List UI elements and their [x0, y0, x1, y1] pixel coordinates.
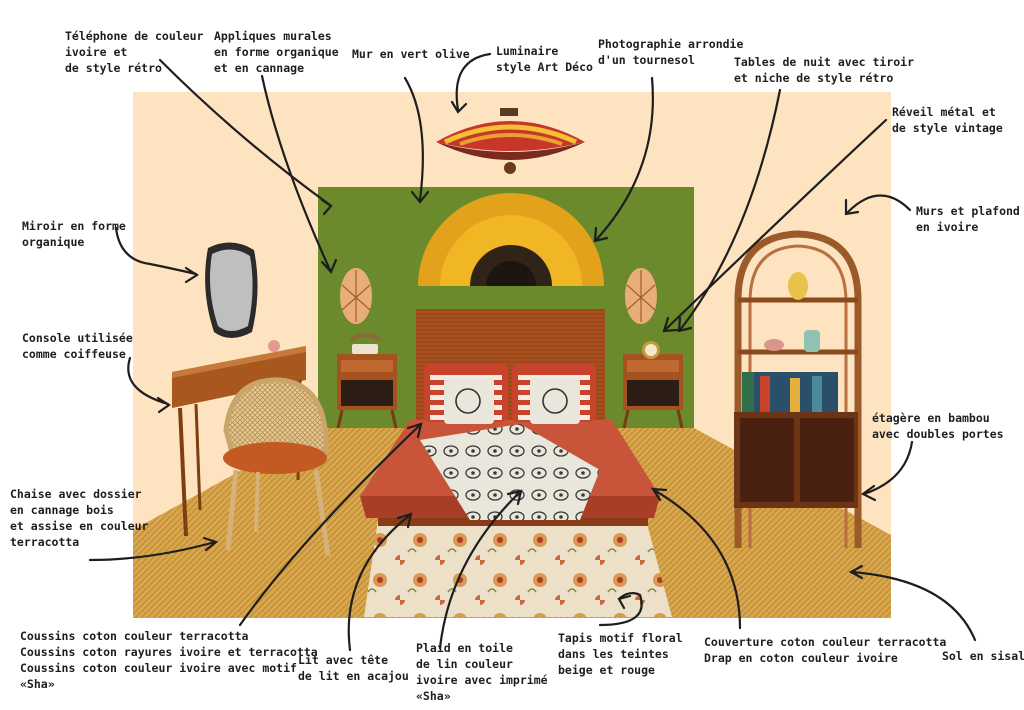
nightstand-right	[622, 354, 684, 429]
label-lit: Lit avec tête de lit en acajou	[298, 653, 409, 683]
label-coussins: Coussins coton couleur terracotta Coussi…	[20, 629, 318, 691]
sunflower-photo	[418, 193, 604, 286]
cane-chair	[223, 377, 331, 557]
label-photo: Photographie arrondie d'un tournesol	[598, 37, 744, 67]
label-murs-plafond: Murs et plafond en ivoire	[916, 204, 1020, 234]
label-mur-olive: Mur en vert olive	[352, 47, 470, 61]
label-telephone: Téléphone de couleur ivoire et de style …	[65, 29, 204, 75]
nightstand-left	[336, 354, 398, 429]
bamboo-shelf	[734, 230, 862, 548]
label-tapis: Tapis motif floral dans les teintes beig…	[558, 631, 683, 677]
wall-sconce-right	[625, 268, 657, 324]
art-deco-ceiling-light	[436, 108, 585, 174]
label-couverture: Couverture coton couleur terracotta Drap…	[704, 635, 947, 665]
label-chaise: Chaise avec dossier en cannage bois et a…	[10, 487, 149, 549]
label-luminaire: Luminaire style Art Déco	[496, 44, 593, 74]
label-sol: Sol en sisal	[942, 649, 1024, 663]
pillows	[424, 364, 596, 424]
vintage-alarm-clock	[642, 341, 660, 359]
annotation-arrows	[88, 52, 977, 652]
organic-mirror	[205, 242, 258, 338]
label-miroir: Miroir en forme organique	[22, 219, 126, 249]
floral-rug	[364, 520, 672, 617]
wall-sconce-left	[340, 268, 372, 324]
label-plaid: Plaid en toile de lin couleur ivoire ave…	[416, 641, 548, 703]
label-tables-nuit: Tables de nuit avec tiroir et niche de s…	[734, 55, 915, 85]
label-appliques: Appliques murales en forme organique et …	[214, 29, 339, 75]
label-etagere: étagère en bambou avec doubles portes	[872, 411, 1004, 441]
label-console: Console utilisée comme coiffeuse	[22, 331, 133, 361]
label-reveil: Réveil métal et de style vintage	[892, 105, 1003, 135]
linen-throw-plaid	[420, 424, 600, 520]
retro-telephone	[348, 333, 382, 354]
